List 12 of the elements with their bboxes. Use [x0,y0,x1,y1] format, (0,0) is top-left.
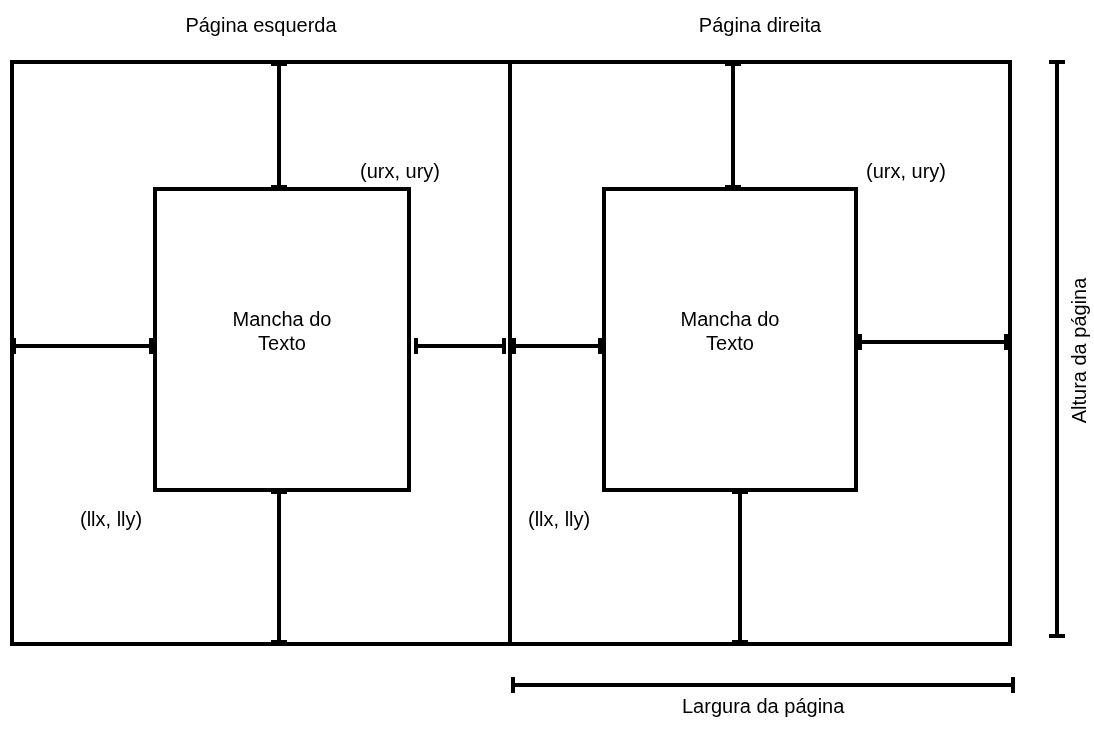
dimension-label: Largura da página [682,694,845,718]
coordinate-label: (urx, ury) [866,160,946,183]
text-area-label: Mancha do Texto [231,307,333,355]
dimension-label: Altura da página [1068,277,1092,423]
text-area-box [153,187,411,492]
page-heading: Página direita [698,14,822,37]
coordinate-label: (llx, lly) [80,508,143,531]
coordinate-label: (urx, ury) [360,160,440,183]
page-heading: Página esquerda [185,14,337,37]
text-area-box [602,187,858,492]
coordinate-label: (llx, lly) [528,508,591,531]
text-area-label: Mancha do Texto [679,307,781,355]
